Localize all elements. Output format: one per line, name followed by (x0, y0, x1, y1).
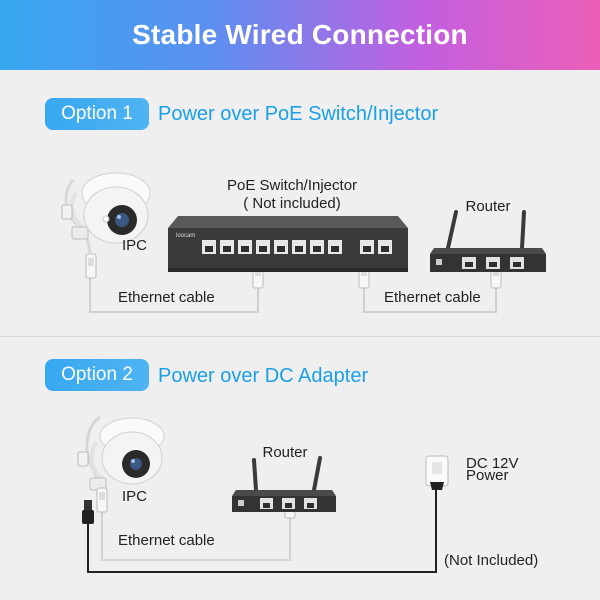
option2-title: Power over DC Adapter (158, 365, 369, 387)
adapter-note: (Not Included) (444, 552, 539, 569)
option1-cable-label-left: Ethernet cable (118, 289, 215, 306)
connector-icon (85, 253, 97, 279)
header-banner: Stable Wired Connection (0, 0, 600, 70)
adapter-label-line2: Power (466, 467, 509, 484)
switch-brand: loocam (176, 233, 196, 239)
option2-ipc-label: IPC (122, 488, 148, 505)
adapter-label-line1: DC 12V (466, 455, 519, 472)
camera-icon (61, 172, 151, 254)
dc-plug-icon (82, 500, 94, 524)
poe-switch-note: ( Not included) (243, 195, 341, 212)
option1-badge: Option 1 (45, 98, 149, 130)
option1-router-label: Router (465, 198, 511, 215)
router-icon (430, 210, 546, 272)
option2-badge: Option 2 (45, 359, 149, 391)
poe-switch-label: PoE Switch/Injector (226, 177, 358, 194)
option1-cable-label-right: Ethernet cable (384, 289, 481, 306)
option2-router-label: Router (262, 444, 308, 461)
router-icon (232, 456, 336, 512)
power-adapter-icon (425, 455, 449, 490)
connector-icon (96, 487, 108, 513)
poe-switch-icon (168, 216, 408, 272)
option2-cable-label: Ethernet cable (118, 532, 215, 549)
option1-title: Power over PoE Switch/Injector (158, 103, 439, 125)
option1-ipc-label: IPC (122, 237, 148, 254)
page-title: Stable Wired Connection (132, 19, 468, 50)
camera-icon (77, 415, 165, 493)
